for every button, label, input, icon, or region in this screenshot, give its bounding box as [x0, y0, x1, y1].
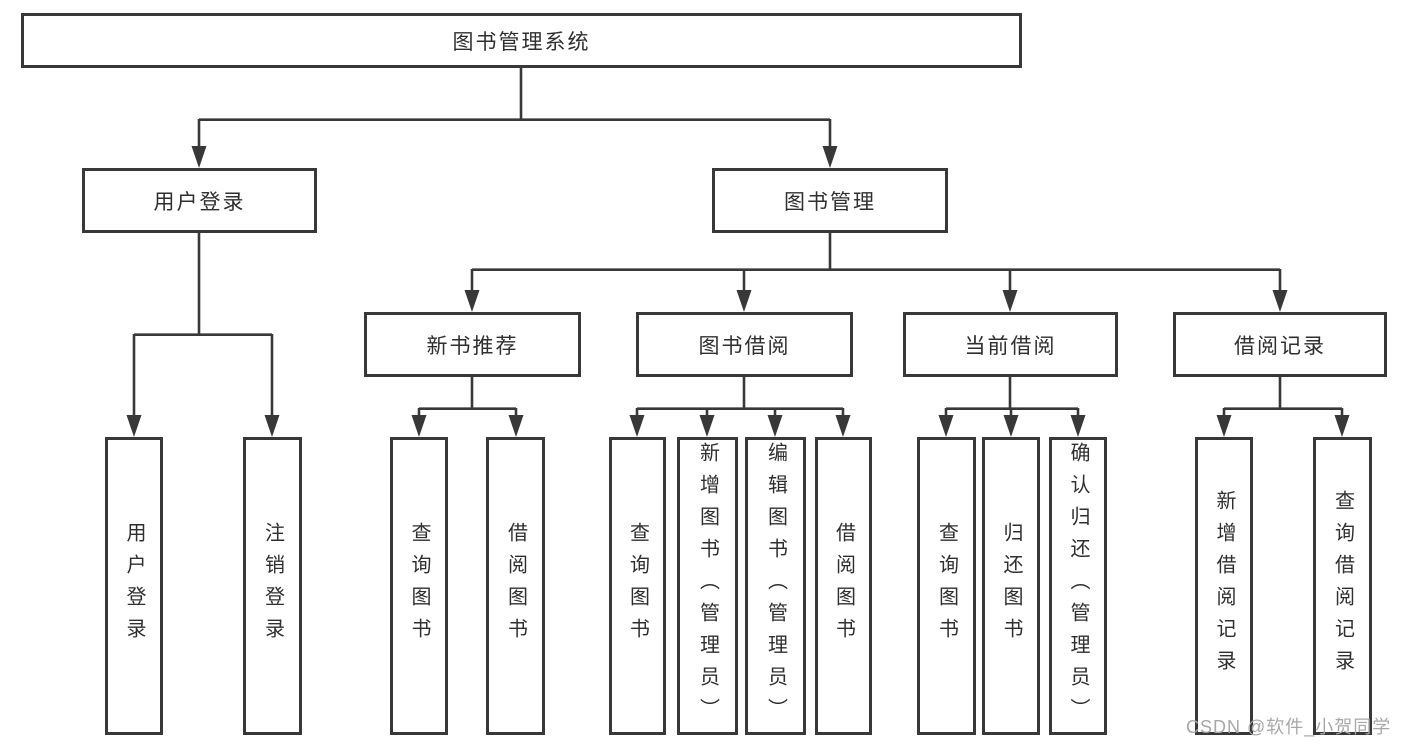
arrowhead-icon: [767, 415, 783, 437]
node-leaf-br-query-record-label: 查询借阅记录: [1331, 490, 1354, 682]
arrowhead-icon: [1216, 415, 1232, 437]
node-library-system: 图书管理系统: [21, 13, 1022, 68]
node-leaf-nbr-borrow-books-label: 借阅图书: [504, 522, 527, 650]
node-leaf-nbr-query-books: 查询图书: [390, 437, 448, 735]
node-leaf-br-add-record-label: 新增借阅记录: [1213, 490, 1235, 682]
connector-newbook-to-leaves: [411, 377, 524, 437]
arrowhead-icon: [464, 290, 480, 312]
csdn-watermark: CSDN @软件_小贺同学: [1186, 717, 1392, 737]
node-borrow-records-label: 借阅记录: [1234, 334, 1326, 358]
node-leaf-br-add-record: 新增借阅记录: [1195, 437, 1253, 735]
arrowhead-icon: [629, 415, 645, 437]
node-leaf-cb-query-books-label: 查询图书: [935, 522, 958, 650]
node-leaf-br-query-record: 查询借阅记录: [1313, 437, 1372, 735]
node-new-book-recommend-label: 新书推荐: [426, 334, 519, 358]
connector-bookborrow-to-leaves: [629, 377, 851, 437]
node-leaf-cb-confirm-return-admin-label: 确认归还（管理员）: [1067, 442, 1089, 730]
node-leaf-logout-label: 注销登录: [261, 522, 284, 650]
node-leaf-cb-confirm-return-admin: 确认归还（管理员）: [1049, 437, 1107, 735]
arrowhead-icon: [1003, 415, 1019, 437]
arrowhead-icon: [938, 415, 954, 437]
node-book-management: 图书管理: [712, 168, 948, 233]
node-book-borrow: 图书借阅: [636, 312, 853, 377]
node-library-system-label: 图书管理系统: [452, 30, 591, 54]
node-leaf-user-login: 用户登录: [105, 437, 163, 735]
arrowhead-icon: [1070, 415, 1086, 437]
node-leaf-nbr-query-books-label: 查询图书: [408, 522, 430, 650]
node-leaf-cb-return-books: 归还图书: [982, 437, 1040, 735]
node-user-login: 用户登录: [82, 168, 317, 233]
arrowhead-icon: [822, 146, 838, 168]
arrowhead-icon: [508, 415, 524, 437]
arrowhead-icon: [411, 415, 427, 437]
node-leaf-bb-add-books-admin-label: 新增图书（管理员）: [696, 442, 719, 730]
node-leaf-cb-query-books: 查询图书: [917, 437, 976, 735]
node-leaf-bb-edit-books-admin: 编辑图书（管理员）: [745, 437, 806, 735]
node-current-borrow: 当前借阅: [903, 312, 1118, 377]
node-book-management-label: 图书管理: [784, 190, 876, 214]
node-leaf-nbr-borrow-books: 借阅图书: [486, 437, 545, 735]
arrowhead-icon: [1002, 290, 1018, 312]
connector-bookmgmt-to-level3: [464, 233, 1288, 312]
node-leaf-bb-query-books: 查询图书: [609, 437, 666, 735]
node-book-borrow-label: 图书借阅: [698, 334, 791, 358]
arrowhead-icon: [736, 290, 752, 312]
arrowhead-icon: [699, 415, 715, 437]
node-leaf-bb-borrow-books: 借阅图书: [815, 437, 872, 735]
node-user-login-label: 用户登录: [153, 190, 246, 214]
node-leaf-bb-borrow-books-label: 借阅图书: [832, 522, 855, 650]
arrowhead-icon: [126, 415, 142, 437]
connector-root-to-level2: [191, 68, 838, 168]
arrowhead-icon: [264, 415, 280, 437]
connector-borrowrecords-to-leaves: [1216, 377, 1350, 437]
node-new-book-recommend: 新书推荐: [364, 312, 581, 377]
node-current-borrow-label: 当前借阅: [964, 334, 1057, 358]
arrowhead-icon: [1334, 415, 1350, 437]
arrowhead-icon: [1272, 290, 1288, 312]
node-leaf-cb-return-books-label: 归还图书: [1000, 522, 1022, 650]
arrowhead-icon: [191, 146, 207, 168]
node-leaf-bb-edit-books-admin-label: 编辑图书（管理员）: [764, 442, 787, 730]
node-leaf-logout: 注销登录: [243, 437, 302, 735]
node-leaf-bb-query-books-label: 查询图书: [626, 522, 649, 650]
node-leaf-user-login-label: 用户登录: [123, 522, 145, 650]
node-borrow-records: 借阅记录: [1173, 312, 1387, 377]
node-leaf-bb-add-books-admin: 新增图书（管理员）: [677, 437, 738, 735]
connector-userlogin-to-leaves: [126, 233, 280, 437]
arrowhead-icon: [835, 415, 851, 437]
connector-currentborrow-to-leaves: [938, 377, 1086, 437]
